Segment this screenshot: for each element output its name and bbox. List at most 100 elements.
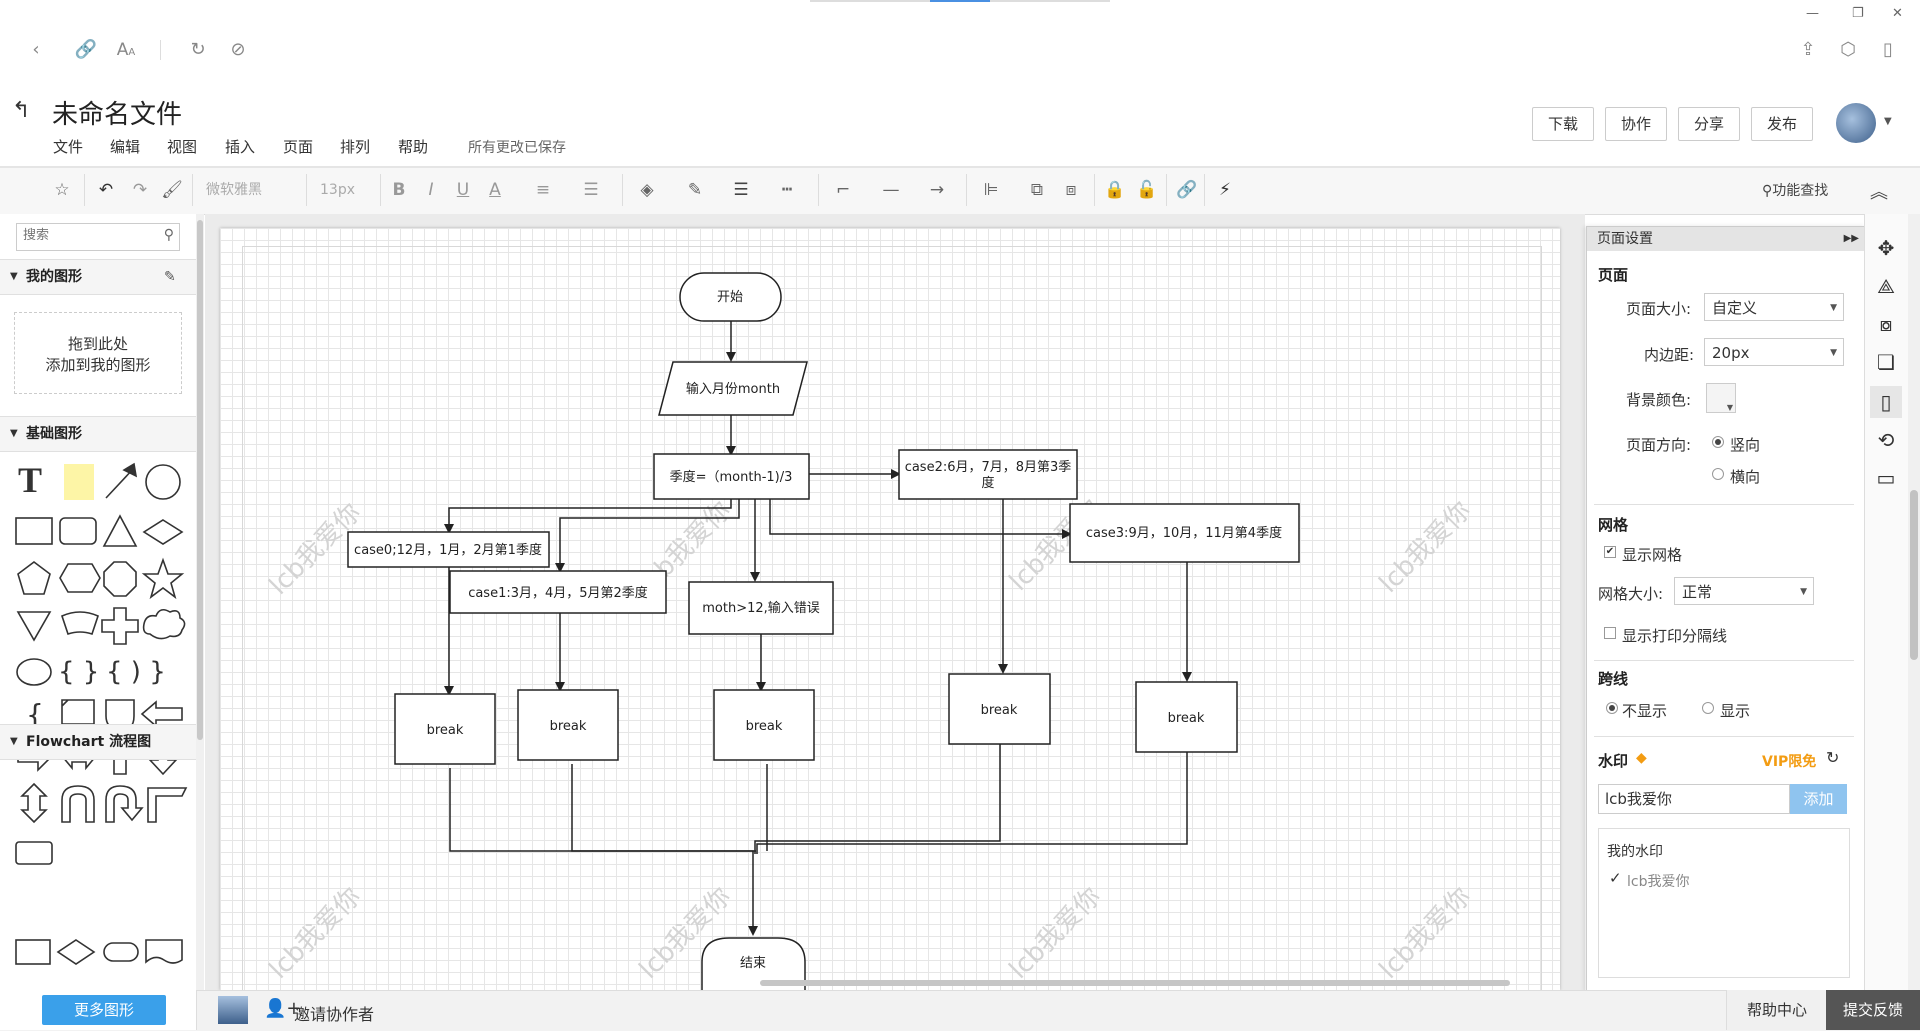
link-icon[interactable]: 🔗 bbox=[1176, 180, 1198, 200]
undo-icon[interactable]: ↶ bbox=[98, 180, 114, 200]
collapse-panel-icon[interactable]: ▶▶ bbox=[1843, 233, 1859, 244]
download-button[interactable]: 下载 bbox=[1532, 107, 1594, 141]
redo-icon[interactable]: ↷ bbox=[132, 180, 148, 200]
show-grid-checkbox[interactable]: ✔ bbox=[1604, 546, 1616, 558]
style-icon[interactable]: ⟁ bbox=[1877, 274, 1895, 298]
padding-select[interactable]: 20px▼ bbox=[1704, 338, 1844, 366]
page-size-select[interactable]: 自定义▼ bbox=[1704, 293, 1844, 321]
search-icon[interactable]: ⚲ bbox=[163, 227, 174, 243]
basic-shapes-grid[interactable]: T { } { ) } { bbox=[10, 458, 190, 876]
menu-help[interactable]: 帮助 bbox=[398, 138, 429, 156]
page-settings-icon[interactable]: ▯ bbox=[1870, 386, 1902, 418]
more-shapes-button[interactable]: 更多图形 bbox=[42, 995, 166, 1025]
watermark-input[interactable]: lcb我爱你 bbox=[1598, 784, 1790, 814]
compass-icon[interactable]: ⊘ bbox=[230, 39, 246, 60]
add-watermark-button[interactable]: 添加 bbox=[1790, 784, 1847, 814]
bring-front-icon[interactable]: ⧉ bbox=[1030, 180, 1044, 200]
menu-file[interactable]: 文件 bbox=[53, 138, 84, 156]
minimize-icon[interactable]: — bbox=[1806, 6, 1819, 21]
landscape-radio[interactable] bbox=[1712, 468, 1724, 480]
line-end-icon[interactable]: → bbox=[929, 180, 945, 200]
sidebar-scroll-thumb[interactable] bbox=[197, 220, 203, 740]
reset-icon[interactable]: ↻ bbox=[1826, 748, 1840, 767]
jumpline-show-radio[interactable] bbox=[1702, 702, 1714, 714]
collapse-icon[interactable]: ︽ bbox=[1870, 182, 1888, 203]
menu-insert[interactable]: 插入 bbox=[225, 138, 256, 156]
add-user-icon[interactable]: 👤+ bbox=[264, 998, 302, 1019]
line-spacing-icon[interactable]: ☰ bbox=[583, 180, 599, 200]
share-button[interactable]: 分享 bbox=[1678, 107, 1740, 141]
font-family-select[interactable]: 微软雅黑 bbox=[206, 182, 262, 198]
format-painter-icon[interactable]: 🖌 bbox=[161, 180, 183, 200]
send-back-icon[interactable]: ⧈ bbox=[1065, 180, 1077, 200]
bold-icon[interactable]: B bbox=[392, 180, 406, 200]
back-arrow-icon[interactable]: ↰ bbox=[12, 98, 31, 123]
page-scroll-thumb[interactable] bbox=[1910, 490, 1918, 660]
print-lines-checkbox[interactable] bbox=[1604, 627, 1616, 639]
line-start-icon[interactable]: — bbox=[882, 180, 900, 200]
search-input[interactable] bbox=[21, 227, 155, 244]
feedback-button[interactable]: 提交反馈 bbox=[1826, 990, 1920, 1030]
menu-page[interactable]: 页面 bbox=[283, 138, 314, 156]
cube-icon[interactable]: ⬡ bbox=[1840, 39, 1856, 60]
pages-icon[interactable]: ❏ bbox=[1877, 350, 1895, 374]
line-color-icon[interactable]: ✎ bbox=[687, 180, 703, 200]
link-icon[interactable]: 🔗 bbox=[74, 39, 98, 60]
document-title[interactable]: 未命名文件 bbox=[52, 100, 183, 130]
underline-icon[interactable]: U bbox=[456, 180, 470, 200]
flowchart-diagram[interactable]: lcb我爱你 lcb我爱你 lcb我爱你 lcb我爱你 lcb我爱你 lcb我爱… bbox=[205, 214, 1585, 990]
shape-search-box[interactable]: ⚲ bbox=[16, 223, 180, 251]
close-icon[interactable]: ✕ bbox=[1892, 6, 1903, 21]
comment-icon[interactable]: ▭ bbox=[1876, 466, 1896, 490]
line-style-icon[interactable]: ┅ bbox=[781, 180, 793, 200]
bg-color-picker[interactable]: ▼ bbox=[1706, 383, 1736, 413]
font-color-icon[interactable]: A bbox=[489, 180, 501, 200]
font-size-select[interactable]: 13px bbox=[320, 182, 355, 198]
help-center-button[interactable]: 帮助中心 bbox=[1726, 990, 1827, 1030]
jumpline-show-label: 显示 bbox=[1720, 702, 1751, 720]
invite-collaborator-button[interactable]: 邀请协作者 bbox=[294, 1005, 375, 1024]
share-icon[interactable]: ⇪ bbox=[1800, 39, 1816, 60]
section-basic-shapes[interactable]: ▼ 基础图形 bbox=[0, 416, 196, 452]
chevron-down-icon[interactable]: ▼ bbox=[1884, 116, 1892, 127]
jumpline-hide-radio[interactable] bbox=[1606, 702, 1618, 714]
avatar[interactable] bbox=[218, 996, 248, 1024]
diagram-page[interactable] bbox=[220, 228, 1560, 990]
align-shapes-icon[interactable]: ⊫ bbox=[983, 180, 999, 200]
unlock-icon[interactable]: 🔓 bbox=[1136, 180, 1158, 200]
menu-arrange[interactable]: 排列 bbox=[340, 138, 371, 156]
collaborate-button[interactable]: 协作 bbox=[1605, 107, 1667, 141]
lock-icon[interactable]: 🔒 bbox=[1104, 180, 1126, 200]
portrait-radio[interactable] bbox=[1712, 436, 1724, 448]
function-search-button[interactable]: ⚲功能查找 bbox=[1762, 180, 1828, 200]
edit-icon[interactable]: ✎ bbox=[164, 269, 176, 285]
italic-icon[interactable]: I bbox=[428, 180, 434, 200]
pin-icon[interactable]: ☆ bbox=[54, 180, 70, 200]
data-icon[interactable]: ⧇ bbox=[1879, 312, 1893, 336]
section-flowchart[interactable]: ▼ Flowchart 流程图 bbox=[0, 724, 196, 760]
fill-color-icon[interactable]: ◈ bbox=[640, 180, 654, 200]
menu-edit[interactable]: 编辑 bbox=[110, 138, 141, 156]
line-width-icon[interactable]: ☰ bbox=[733, 180, 749, 200]
navigate-icon[interactable]: ✥ bbox=[1877, 236, 1895, 260]
page-section-title: 页面 bbox=[1598, 266, 1629, 284]
my-watermark-item[interactable]: lcb我爱你 bbox=[1627, 874, 1690, 890]
canvas-horizontal-scrollbar[interactable] bbox=[760, 980, 1510, 986]
save-status: 所有更改已保存 bbox=[468, 140, 566, 156]
avatar[interactable] bbox=[1836, 103, 1876, 143]
font-size-icon[interactable]: AA bbox=[116, 40, 136, 60]
magic-wand-icon[interactable]: ⚡ bbox=[1219, 180, 1231, 200]
connector-type-icon[interactable]: ⌐ bbox=[835, 180, 851, 200]
section-my-shapes[interactable]: ▼ 我的图形 ✎ bbox=[0, 259, 196, 295]
history-icon[interactable]: ⟲ bbox=[1877, 428, 1895, 452]
align-icon[interactable]: ≡ bbox=[535, 180, 551, 200]
restore-icon[interactable]: ❐ bbox=[1852, 6, 1864, 21]
flowchart-shapes-row[interactable] bbox=[10, 934, 190, 970]
grid-size-select[interactable]: 正常▼ bbox=[1674, 577, 1814, 605]
menu-view[interactable]: 视图 bbox=[167, 138, 198, 156]
shape-dropzone[interactable]: 拖到此处 添加到我的图形 bbox=[14, 312, 182, 394]
refresh-icon[interactable]: ↻ bbox=[190, 39, 206, 60]
back-icon[interactable]: ‹ bbox=[32, 39, 40, 60]
device-icon[interactable]: ▯ bbox=[1883, 39, 1893, 60]
publish-button[interactable]: 发布 bbox=[1751, 107, 1813, 141]
